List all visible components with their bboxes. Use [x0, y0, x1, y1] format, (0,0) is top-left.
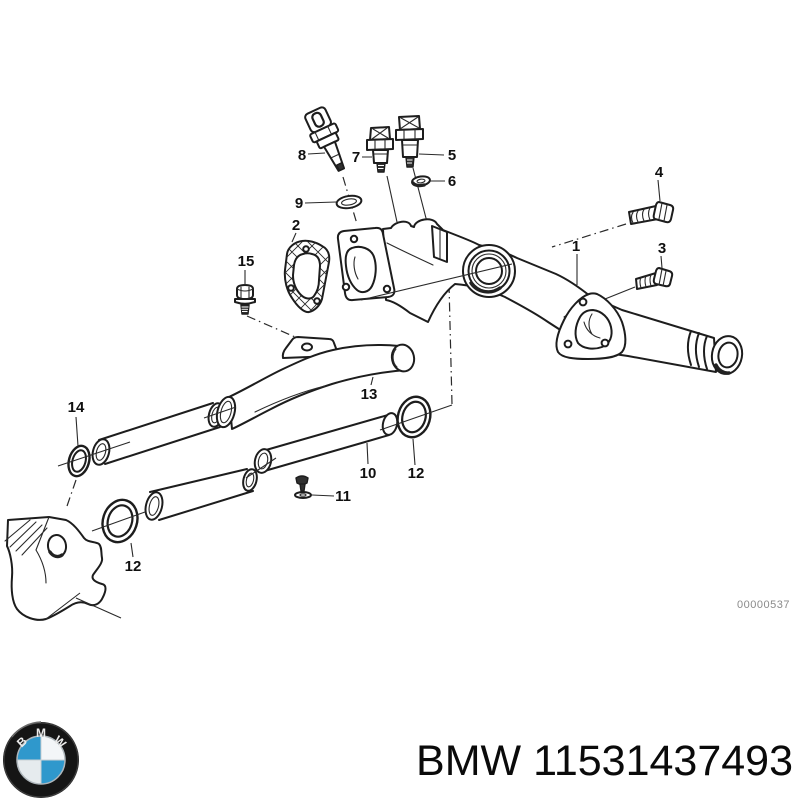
part-washer-6 — [411, 175, 431, 188]
housing-left-flange — [336, 226, 396, 302]
logo-letter-m: M — [36, 726, 46, 740]
bmw-roundel-logo: B M W — [3, 721, 79, 798]
part-tube-lower-left — [144, 467, 258, 523]
callout-labels: 8 7 5 6 9 2 15 4 1 3 13 14 10 12 11 12 — [68, 147, 667, 575]
part-number: 11531437493 — [533, 737, 793, 785]
callout-5: 5 — [448, 147, 456, 164]
axis-line-upper-run — [57, 406, 237, 467]
part-gasket — [283, 239, 331, 314]
callout-7: 7 — [352, 149, 360, 166]
callout-14: 14 — [68, 399, 85, 416]
part-coolant-pipe-housing — [336, 218, 744, 375]
part-sensor-7 — [366, 126, 394, 173]
callout-10: 10 — [360, 465, 377, 482]
engine-block-stub — [4, 516, 122, 621]
callout-3: 3 — [658, 240, 666, 257]
callout-13: 13 — [361, 386, 378, 403]
leader-sensor7-line — [386, 175, 398, 223]
brand-name: BMW — [416, 737, 522, 785]
part-oring-14 — [67, 444, 91, 478]
callout-2: 2 — [292, 217, 300, 234]
part-bolt-4 — [628, 201, 675, 225]
leader-lines-under — [65, 167, 636, 510]
housing-right-flange — [555, 292, 627, 360]
pipe-end-ribs — [687, 330, 708, 370]
callout-4: 4 — [655, 164, 664, 181]
part-oring-12-upper — [396, 395, 432, 439]
part-temp-sensor-8 — [304, 106, 346, 172]
roundel-quadrants — [16, 735, 66, 785]
alignment-lines-over — [57, 263, 513, 532]
drawing-code: 00000537 — [737, 599, 790, 611]
part-bolt-15 — [234, 284, 256, 315]
part-plug-11 — [294, 475, 312, 499]
callout-12-lower: 12 — [125, 558, 142, 575]
callout-6: 6 — [448, 173, 456, 190]
part-tube-upper-left — [91, 402, 225, 467]
part-curved-pipe-13 — [215, 336, 416, 430]
axis-line-lower-run — [91, 404, 453, 532]
axis-line-through-bore — [360, 263, 513, 301]
callout-1: 1 — [572, 238, 580, 255]
housing-thermostat-bore — [462, 244, 516, 298]
alignment-dashline-vertical — [448, 283, 453, 405]
callout-12-upper: 12 — [408, 465, 425, 482]
leader-bolt15-dashline — [246, 315, 303, 341]
callout-leader-lines — [75, 152, 663, 558]
callout-8: 8 — [298, 147, 306, 164]
part-bolt-3 — [635, 267, 674, 290]
leader-bolt4-dashline — [551, 223, 627, 248]
callout-15: 15 — [238, 253, 255, 270]
part-sensor-5 — [395, 115, 424, 168]
leader-ring14-dashline — [65, 479, 77, 510]
part-sealing-ring-9 — [335, 194, 363, 210]
block-break-lines — [45, 592, 122, 620]
callout-9: 9 — [295, 195, 303, 212]
callout-11: 11 — [335, 488, 351, 505]
block-chamfer-hatching — [4, 516, 50, 556]
part-straight-pipe-10 — [253, 412, 399, 474]
